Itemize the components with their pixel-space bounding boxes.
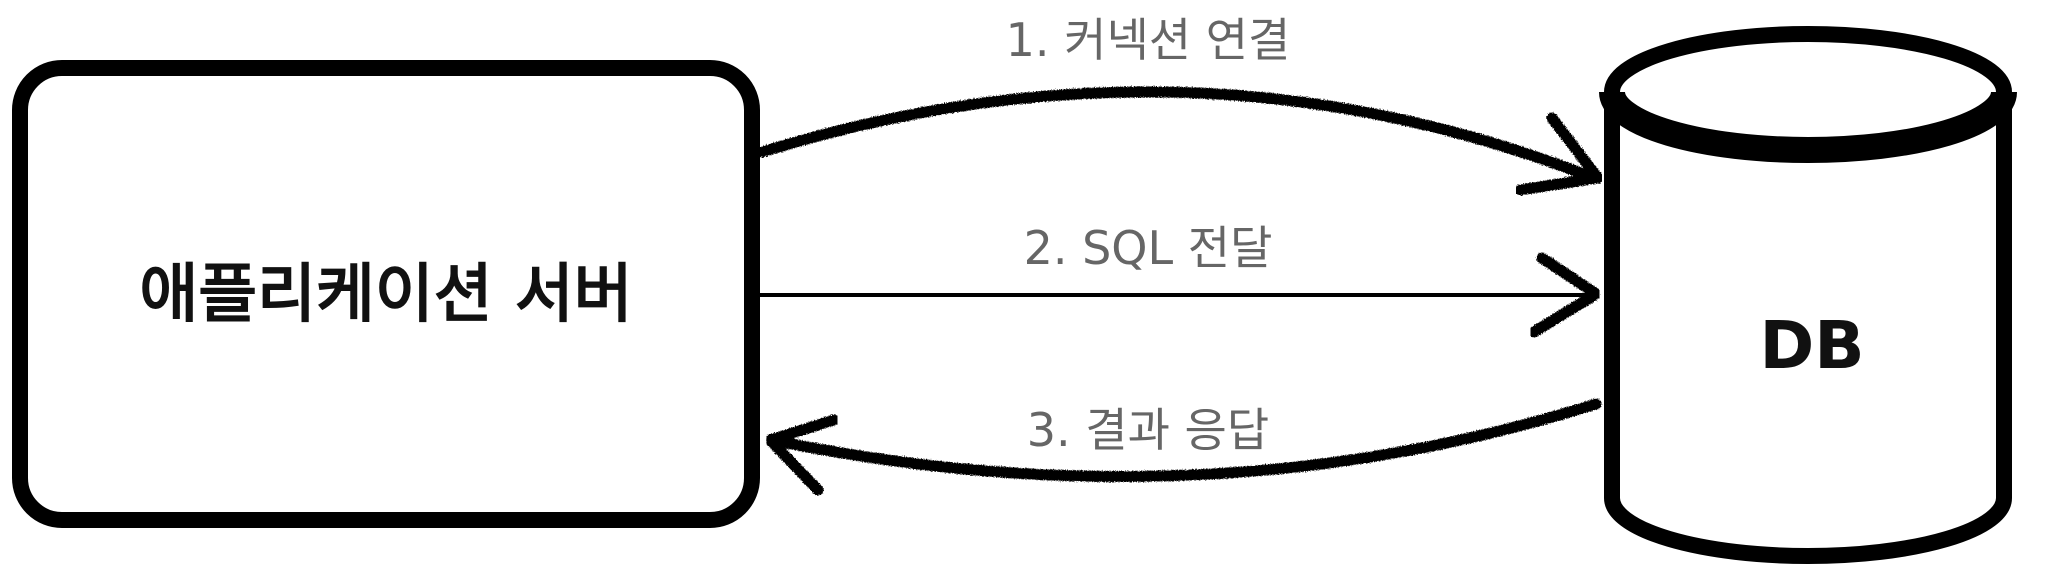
- app-server-label: 애플리케이션 서버: [139, 258, 632, 332]
- edge-result-line: [766, 398, 1602, 482]
- edge-result-arrowhead: [764, 414, 840, 496]
- db-label: DB: [1759, 307, 1864, 384]
- edge-connect-line: [756, 86, 1600, 184]
- edge-sql: 2. SQL 전달: [756, 221, 1602, 338]
- db-node: DB: [1599, 26, 2017, 564]
- app-server-node: 애플리케이션 서버: [12, 60, 760, 528]
- app-server-box: [12, 60, 760, 528]
- edge-sql-label: 2. SQL 전달: [1024, 221, 1273, 275]
- edge-connect-arrowhead: [1514, 112, 1604, 196]
- db-cylinder-body: [1604, 92, 2012, 564]
- edge-sql-arrowhead: [1528, 252, 1602, 338]
- edge-result-label: 3. 결과 응답: [1027, 403, 1269, 457]
- edge-connect: 1. 커넥션 연결: [756, 13, 1604, 196]
- db-cylinder-rim: [1599, 90, 2017, 163]
- edge-connect-label: 1. 커넥션 연결: [1006, 13, 1291, 67]
- edge-sql-line: [756, 288, 1600, 302]
- edge-result: 3. 결과 응답: [764, 398, 1602, 496]
